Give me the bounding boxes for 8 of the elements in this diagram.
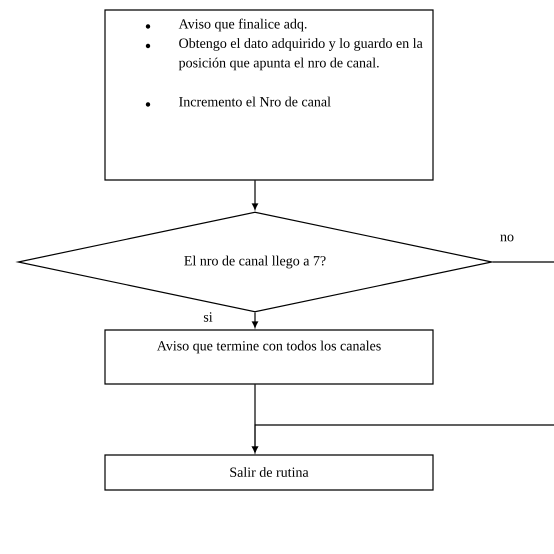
- arrow: [252, 424, 554, 453]
- arrow: [252, 180, 258, 210]
- process-box: Aviso que finalice adq. Obtengo el dato adquirido y lo guardo en la posición que apunta el nro de canal. Incremento el Nro de canal: [104, 9, 434, 181]
- arrow: [252, 312, 258, 328]
- process-box: Aviso que termine con todos los canales: [104, 329, 434, 385]
- edge-label: no: [500, 234, 514, 242]
- edge-label: si: [204, 312, 212, 322]
- process-box: Salir de rutina: [104, 454, 434, 491]
